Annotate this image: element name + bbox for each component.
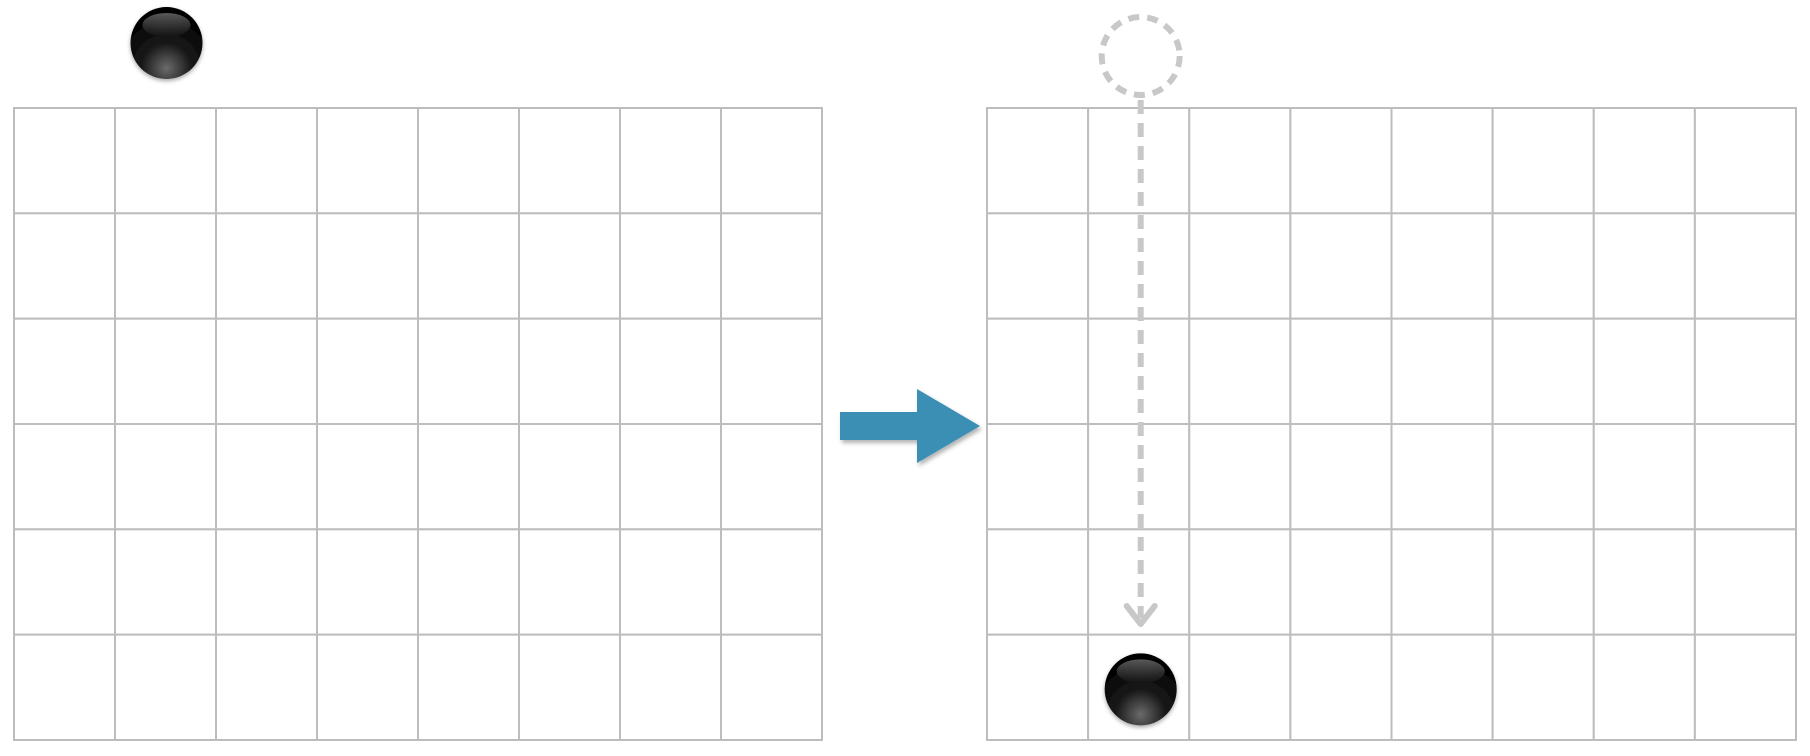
grid-cell [1693, 107, 1797, 215]
right-arrow-icon [840, 389, 980, 463]
grid-cell [1390, 107, 1494, 215]
grid-cell [1592, 107, 1696, 215]
grid-cell [1188, 317, 1292, 425]
grid-cell [1592, 317, 1696, 425]
grid-cell [720, 423, 823, 531]
grid-cell [619, 528, 722, 636]
grid-cell [1693, 528, 1797, 636]
grid-cell [1390, 317, 1494, 425]
grid-cell [13, 107, 116, 215]
grid-cell [1188, 633, 1292, 742]
grid-cell [114, 212, 217, 320]
grid-cell [1289, 528, 1393, 636]
grid-cell [518, 317, 621, 425]
grid-cell [316, 107, 419, 215]
grid-cell [316, 317, 419, 425]
grid-cell [316, 528, 419, 636]
grid-cell [1592, 633, 1696, 742]
ghost-disc-icon [1098, 14, 1183, 98]
grid-cell [518, 212, 621, 320]
grid-cell [417, 107, 520, 215]
grid-cell [1289, 212, 1393, 320]
grid-cell [1188, 212, 1292, 320]
grid-cell [114, 633, 217, 742]
grid-cell [720, 317, 823, 425]
grid-cell [1491, 633, 1595, 742]
grid-cell [13, 423, 116, 531]
grid-cell [518, 633, 621, 742]
grid-cell [215, 317, 318, 425]
grid-cell [1491, 423, 1595, 531]
grid-cell [215, 528, 318, 636]
grid-cell [1693, 317, 1797, 425]
grid-cell [1289, 633, 1393, 742]
grid-cell [114, 423, 217, 531]
grid-cell [1693, 633, 1797, 742]
grid-cell [986, 107, 1090, 215]
down-arrow-icon [1123, 100, 1158, 627]
grid-cell [1289, 317, 1393, 425]
grid-cell [417, 423, 520, 531]
board-after [986, 107, 1797, 742]
grid-cell [1390, 528, 1494, 636]
grid-cell [1289, 107, 1393, 215]
grid-cell [114, 107, 217, 215]
grid-cell [1491, 212, 1595, 320]
grid-cell [619, 212, 722, 320]
grid-cell [215, 212, 318, 320]
grid-cell [1491, 107, 1595, 215]
grid-cell [13, 528, 116, 636]
grid-cell [1592, 528, 1696, 636]
board-before [13, 107, 823, 742]
grid-cell [1592, 423, 1696, 531]
grid-cell [1693, 212, 1797, 320]
grid-cell [13, 633, 116, 742]
grid-cell [215, 633, 318, 742]
grid-cell [518, 528, 621, 636]
grid-cell [417, 317, 520, 425]
grid-cell [215, 107, 318, 215]
grid-cell [518, 423, 621, 531]
grid-cell [1188, 107, 1292, 215]
grid-cell [13, 317, 116, 425]
grid-cell [720, 212, 823, 320]
grid-cell [619, 317, 722, 425]
grid-cell [986, 528, 1090, 636]
grid-cell [518, 107, 621, 215]
grid-cell [1390, 423, 1494, 531]
grid-cell [316, 423, 419, 531]
grid-cell [114, 528, 217, 636]
grid-cell [417, 633, 520, 742]
grid-cell [986, 423, 1090, 531]
grid-cell [986, 212, 1090, 320]
grid-cell [316, 633, 419, 742]
grid-cell [619, 107, 722, 215]
grid-cell [114, 317, 217, 425]
grid-cell [1390, 633, 1494, 742]
grid-cell [720, 528, 823, 636]
disc-icon [130, 7, 203, 79]
grid-cell [619, 423, 722, 531]
grid-cell [13, 212, 116, 320]
grid-cell [316, 212, 419, 320]
grid-cell [986, 633, 1090, 742]
grid-cell [1390, 212, 1494, 320]
disc-icon [1104, 653, 1177, 726]
grid-cell [1491, 528, 1595, 636]
grid-cell [619, 633, 722, 742]
grid-cell [1592, 212, 1696, 320]
grid-cell [720, 107, 823, 215]
grid-cell [1491, 317, 1595, 425]
grid-cell [215, 423, 318, 531]
grid-cell [1188, 528, 1292, 636]
grid-cell [720, 633, 823, 742]
grid-cell [1693, 423, 1797, 531]
grid-cell [417, 212, 520, 320]
grid-cell [1289, 423, 1393, 531]
grid-cell [417, 528, 520, 636]
grid-cell [986, 317, 1090, 425]
grid-cell [1188, 423, 1292, 531]
